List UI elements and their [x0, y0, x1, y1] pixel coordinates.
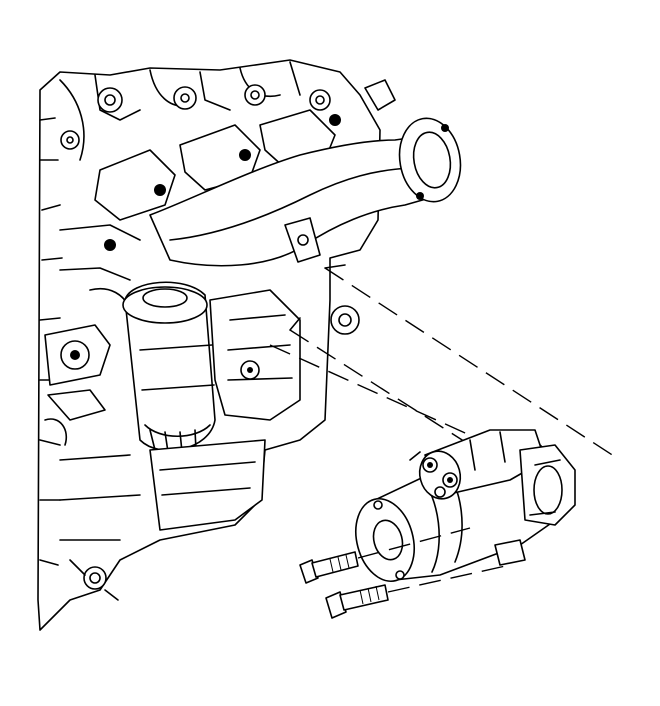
- mounting-bolt-lower: [325, 564, 511, 619]
- starter-motor: [355, 429, 576, 583]
- leader-line-middle: [289, 329, 471, 446]
- exhaust-pipe: [149, 79, 462, 267]
- engine-block-assembly: [37, 59, 381, 631]
- mounting-bolt-upper: [299, 527, 471, 584]
- leader-line-upper: [324, 267, 621, 461]
